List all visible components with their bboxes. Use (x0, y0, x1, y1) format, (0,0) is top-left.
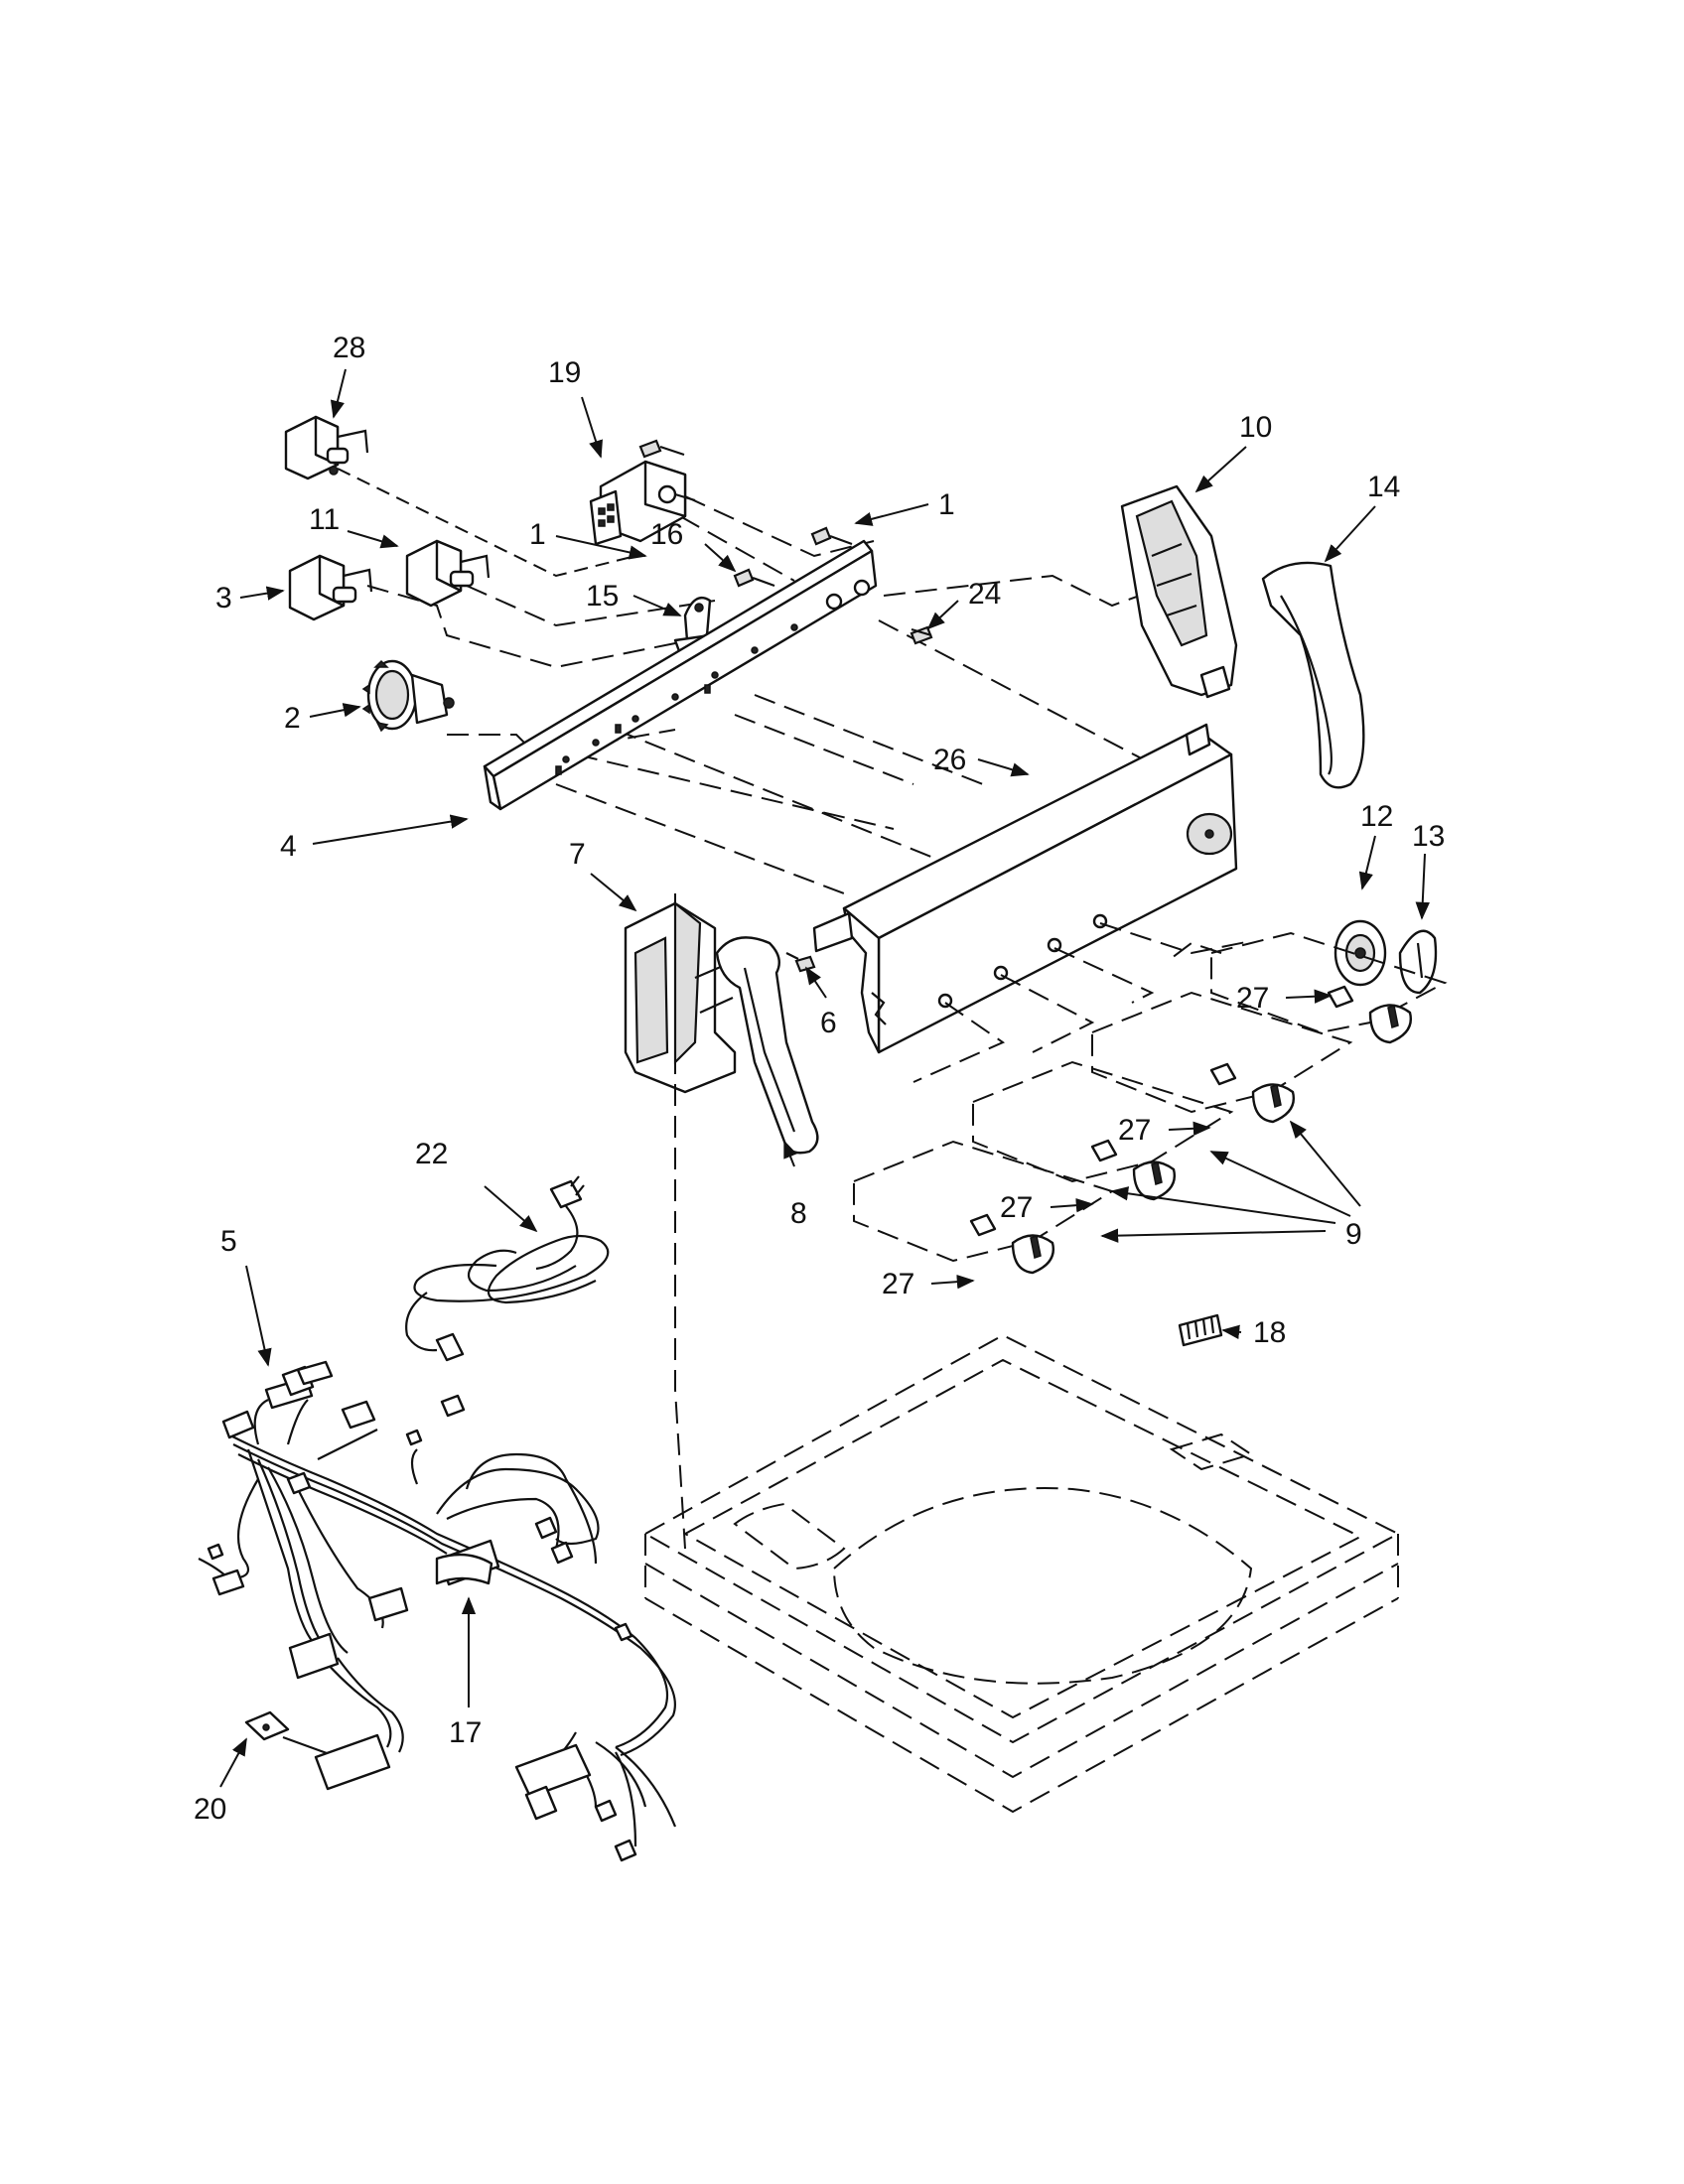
callout-6: 6 (820, 1007, 837, 1039)
part-14-trim (1261, 561, 1365, 789)
callout-13: 13 (1412, 820, 1445, 853)
callout-12: 12 (1360, 800, 1393, 833)
knob-set-3 (1090, 1139, 1176, 1201)
callout-27-c: 27 (1000, 1191, 1033, 1224)
knob-set-1 (1327, 985, 1412, 1044)
callout-15: 15 (586, 580, 619, 613)
part-11-switch (405, 539, 491, 608)
callout-9: 9 (1345, 1218, 1362, 1251)
callout-28: 28 (333, 332, 365, 364)
part-10-endcap (1120, 484, 1238, 699)
cabinet-top-dashed (642, 893, 1401, 1814)
knob-set-4 (969, 1213, 1054, 1275)
part-8-trim (715, 936, 819, 1155)
part-5-wire-harness (198, 1360, 677, 1862)
callout-5: 5 (220, 1225, 237, 1258)
callout-27-d: 27 (882, 1268, 914, 1300)
callout-24: 24 (968, 578, 1001, 611)
callout-22: 22 (415, 1138, 448, 1170)
leader-lines (219, 368, 1430, 1788)
callout-7: 7 (569, 838, 586, 871)
knob-set-2 (1209, 1062, 1295, 1124)
callout-4: 4 (280, 830, 297, 863)
callout-26: 26 (933, 744, 966, 776)
callout-20: 20 (194, 1793, 226, 1826)
callout-19: 19 (548, 356, 581, 389)
callout-17: 17 (449, 1716, 482, 1749)
callout-1-right: 1 (938, 488, 955, 521)
callout-27-b: 27 (1118, 1114, 1151, 1147)
callout-2: 2 (284, 702, 301, 735)
part-17-filter (435, 1553, 493, 1585)
part-22-power-cord (405, 1175, 610, 1362)
callout-16: 16 (650, 518, 683, 551)
callout-3: 3 (215, 582, 232, 614)
part-19-module (589, 460, 696, 546)
part-12-bezel (1333, 919, 1387, 987)
part-4-bracket (483, 539, 878, 811)
part-26-console (812, 723, 1238, 1054)
callout-14: 14 (1367, 471, 1400, 503)
callout-10: 10 (1239, 411, 1272, 444)
callout-27-a: 27 (1236, 982, 1269, 1015)
part-28-switch (284, 415, 369, 480)
callout-1-left: 1 (529, 518, 546, 551)
callout-18: 18 (1253, 1316, 1286, 1349)
part-20-sensor (244, 1710, 391, 1791)
part-7-endcap (624, 900, 737, 1094)
part-18-clip (1178, 1313, 1223, 1347)
callout-8: 8 (790, 1197, 807, 1230)
part-3-switch (288, 554, 373, 621)
part-2-timer (361, 659, 455, 733)
callout-11: 11 (309, 503, 340, 536)
callouts: 28 19 1 1 10 14 11 3 16 15 24 2 26 4 7 1… (194, 332, 1445, 1826)
part-13-knob (1398, 929, 1438, 995)
